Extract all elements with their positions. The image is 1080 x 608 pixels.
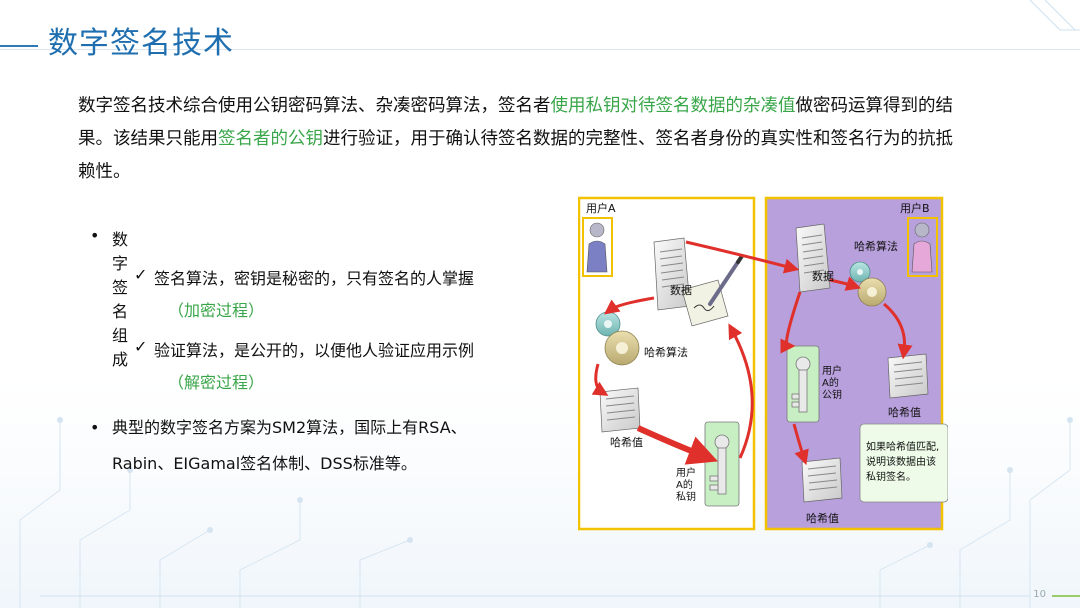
note-box — [859, 423, 948, 503]
intro-text-2: 做密码运算得到的结果。该结果只能用 — [78, 96, 953, 149]
public-key-line: 用户 — [822, 366, 842, 377]
gear-b-icon — [849, 261, 887, 307]
title-accent-line — [0, 45, 38, 47]
check-icon: ✓ — [134, 337, 148, 356]
hash-alg-a-label: 哈希算法 — [644, 346, 688, 359]
signing-pen-icon — [681, 254, 744, 327]
public-key-label: 用户 A的 公钥 — [822, 366, 842, 402]
sub-item-paren: （解密过程） — [168, 373, 265, 392]
hash-value-a-icon — [599, 387, 641, 433]
data-a-label: 数据 — [670, 284, 692, 297]
person-a-frame — [582, 217, 613, 277]
bullet-text: 数字签名组成 — [112, 230, 129, 369]
intro-text-1: 数字签名技术综合使用公钥密码算法、杂凑密码算法，签名者 — [78, 96, 551, 116]
data-b-label: 数据 — [812, 270, 834, 283]
hash-alg-b-label: 哈希算法 — [854, 240, 898, 253]
note-line: 说明该数据由该 — [866, 457, 936, 468]
flow-arrows — [591, 240, 913, 466]
diagram-graphic — [578, 196, 948, 531]
private-key-line: 用户 — [676, 468, 696, 479]
hash-value-b1-label: 哈希值 — [888, 406, 921, 419]
hash-value-b1-icon — [887, 353, 929, 399]
intro-highlight-2: 签名者的公钥 — [218, 129, 323, 149]
note-line: 私钥签名。 — [866, 472, 916, 483]
hash-value-b2-label: 哈希值 — [806, 512, 839, 525]
person-b-icon — [911, 222, 933, 273]
note-text: 如果哈希值匹配, 说明该数据由该 私钥签名。 — [866, 440, 939, 485]
bullet-dot: • — [90, 226, 100, 245]
hash-value-b2-icon — [801, 457, 843, 503]
page-number: 10 — [1033, 589, 1046, 600]
gear-a-icon — [595, 311, 640, 366]
user-b-label: 用户B — [900, 202, 930, 215]
public-key-icon — [786, 345, 820, 423]
person-a-icon — [586, 222, 608, 273]
signature-diagram: 用户A 用户B 数据 数据 哈希算法 哈希算法 哈希值 哈希值 哈希值 用户 A… — [578, 196, 948, 532]
hash-value-a-label: 哈希值 — [610, 436, 643, 449]
note-line: 如果哈希值匹配, — [866, 442, 940, 453]
intro-paragraph: 数字签名技术综合使用公钥密码算法、杂凑密码算法，签名者使用私钥对待签名数据的杂凑… — [78, 90, 958, 189]
public-key-line: 公钥 — [822, 390, 842, 401]
public-key-line: A的 — [822, 378, 839, 389]
bullet-text: 典型的数字签名方案为SM2算法，国际上有RSA、Rabin、EIGamal签名体… — [112, 418, 467, 473]
intro-highlight-1: 使用私钥对待签名数据的杂凑值 — [550, 96, 796, 116]
sub-item-text: 签名算法，密钥是秘密的，只有签名的人掌握 — [154, 269, 475, 288]
private-key-icon — [704, 421, 740, 507]
title-divider — [0, 49, 1080, 50]
person-b-frame — [907, 217, 938, 277]
sub-item-text: 验证算法，是公开的，以便他人验证应用示例 — [154, 341, 475, 360]
private-key-line: A的 — [676, 480, 693, 491]
bullet-dot: • — [90, 418, 100, 437]
user-a-label: 用户A — [586, 202, 616, 215]
private-key-line: 私钥 — [676, 492, 696, 503]
check-icon: ✓ — [134, 265, 148, 284]
sub-item-paren: （加密过程） — [168, 301, 265, 320]
intro-text-3: 进行验证，用于确认待签名数据的完整性、签名者身份的真实性和签名行为的抗抵赖性。 — [78, 129, 953, 182]
page-title: 数字签名技术 — [48, 26, 234, 61]
private-key-label: 用户 A的 私钥 — [676, 468, 696, 504]
